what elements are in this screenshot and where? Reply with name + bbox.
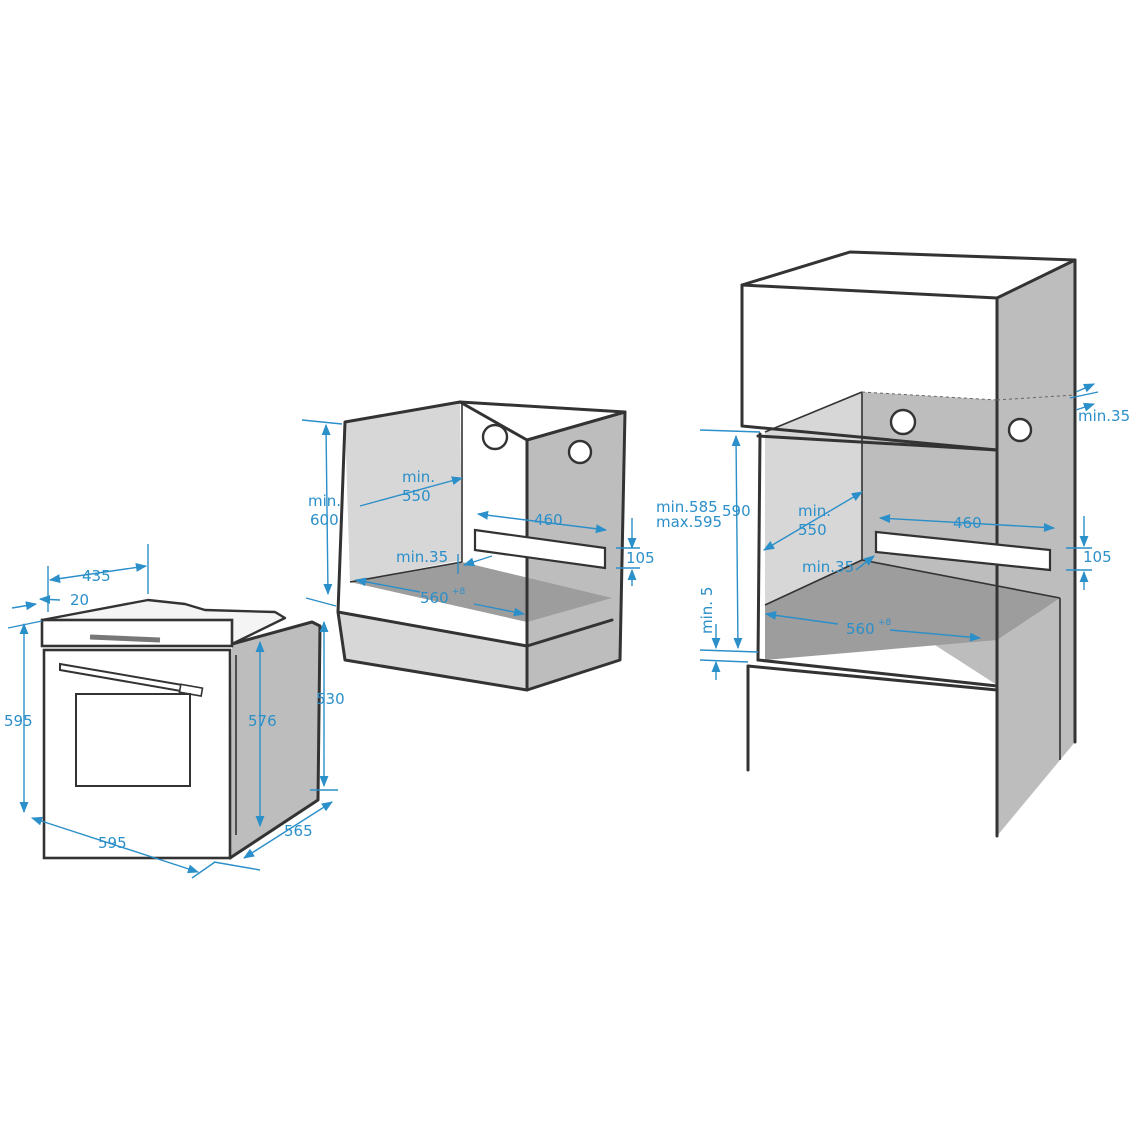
oven-side-panel xyxy=(230,622,320,858)
cabinet-vent-hole-1 xyxy=(481,423,509,451)
dim-uc-height-line2: 600 xyxy=(310,511,339,529)
dim-uc-depth-line1: min. xyxy=(402,468,435,486)
dim-oven-width: 595 xyxy=(98,834,127,852)
dim-tall-depth-line1: min. xyxy=(798,502,831,520)
dim-oven-depth-body: 565 xyxy=(284,822,313,840)
dim-uc-vent-width: 460 xyxy=(534,511,563,529)
cabinet-plinth xyxy=(338,612,527,690)
dim-tall-opening-line2: max.595 xyxy=(656,513,722,531)
dim-oven-front-panel: 20 xyxy=(70,591,89,609)
dim-uc-gap: min.35 xyxy=(396,548,448,566)
dim-uc-vent-height: 105 xyxy=(626,549,655,567)
tall-unit-vent-hole-2 xyxy=(1007,417,1033,443)
dim-tall-gap: min.35 xyxy=(802,558,854,576)
dim-tall-vent-width: 460 xyxy=(953,514,982,532)
cabinet-vent-hole-2 xyxy=(567,439,593,465)
dim-tall-vent-height: 105 xyxy=(1083,548,1112,566)
dim-oven-height-total: 595 xyxy=(4,712,33,730)
dim-oven-depth-total: 435 xyxy=(82,567,111,585)
dim-oven-side-height: 530 xyxy=(316,690,345,708)
dim-tall-depth-line2: 550 xyxy=(798,521,827,539)
oven-display-strip xyxy=(89,634,161,643)
dim-tall-width: 560 xyxy=(846,620,875,638)
oven-control-panel xyxy=(40,618,234,648)
dimension-lines xyxy=(7,383,1099,879)
dim-tall-width-tolerance: +8 xyxy=(878,618,892,628)
cabinet-floor xyxy=(350,562,612,622)
dim-tall-top-gap: min.35 xyxy=(1078,407,1129,425)
tall-unit-lower-front xyxy=(748,662,997,836)
dim-uc-height-line1: min. xyxy=(308,492,341,510)
dim-oven-body-height: 576 xyxy=(248,712,277,730)
cabinet-back-wall xyxy=(345,402,462,582)
tall-housing-unit xyxy=(740,250,1077,838)
dim-tall-opening-height: 590 xyxy=(722,502,751,520)
dim-uc-width: 560 xyxy=(420,589,449,607)
cabinet-vent-slot xyxy=(473,528,607,570)
dimension-labels: 435 20 595 576 530 595 565 min. 600 min.… xyxy=(4,407,1129,852)
tall-unit-vent-slot xyxy=(874,530,1052,572)
under-counter-cabinet xyxy=(336,400,627,692)
oven-window xyxy=(75,693,191,787)
oven-illustration xyxy=(40,598,322,860)
dim-tall-opening-line1: min.585 xyxy=(656,498,718,516)
dim-uc-width-tolerance: +8 xyxy=(452,587,466,597)
dim-uc-depth-line2: 550 xyxy=(402,487,431,505)
dim-tall-base-gap: min. 5 xyxy=(698,587,716,634)
tall-unit-floor xyxy=(765,560,1060,660)
tall-unit-vent-hole-1 xyxy=(889,408,917,436)
